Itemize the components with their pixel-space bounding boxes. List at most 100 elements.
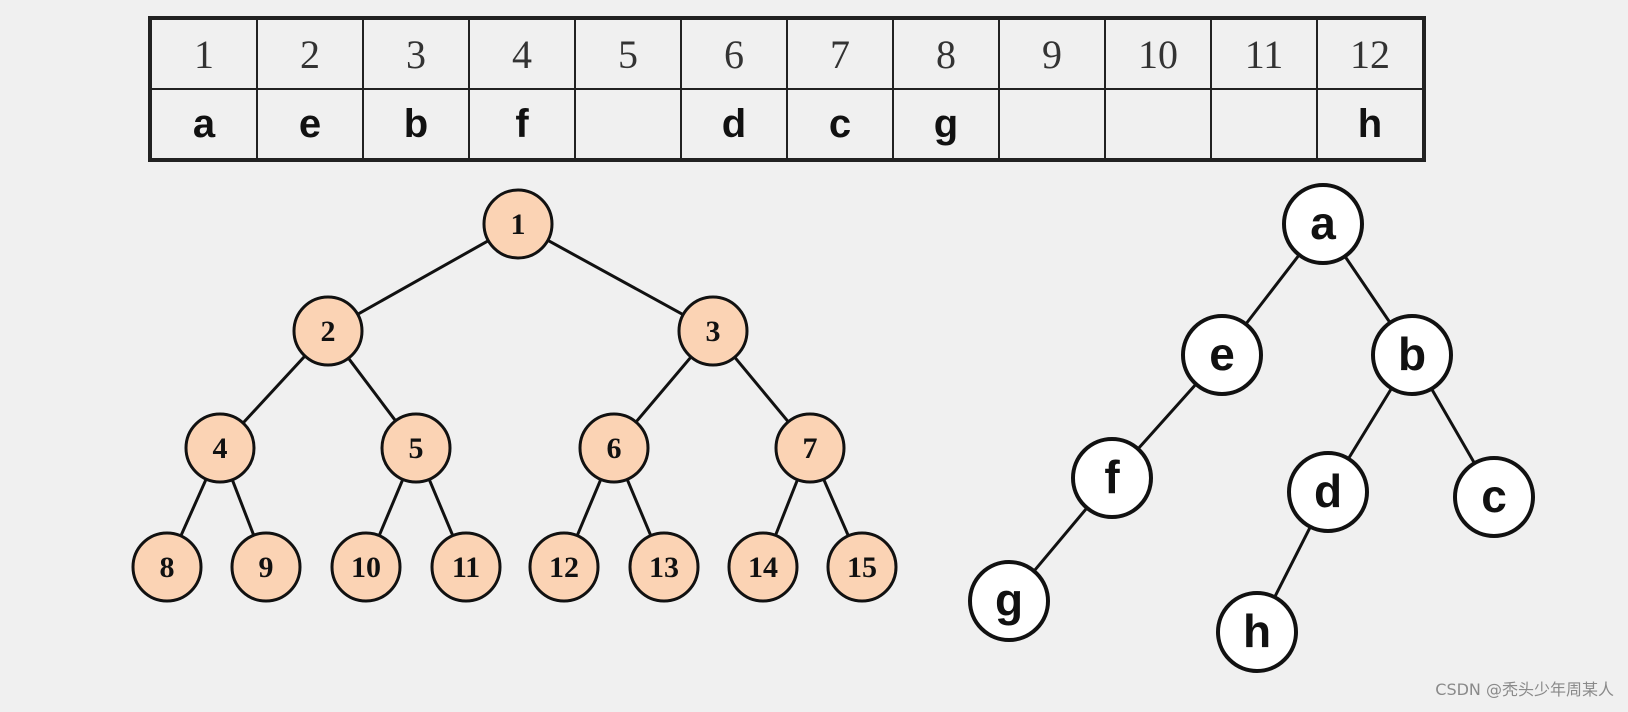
node-label: 3	[706, 315, 721, 348]
tree-node: 13	[628, 531, 700, 603]
tree-node: 15	[826, 531, 898, 603]
value-cell: d	[680, 88, 788, 161]
index-cell: 4	[468, 17, 576, 90]
tree-node: 1	[482, 188, 554, 260]
index-cell: 11	[1210, 17, 1318, 90]
value-cell: b	[362, 88, 470, 161]
value-cell	[574, 88, 682, 161]
node-label: 14	[748, 551, 778, 584]
node-label: 9	[259, 551, 274, 584]
tree-edge	[575, 478, 603, 537]
node-circle	[528, 531, 600, 603]
node-label: 7	[803, 432, 818, 465]
tree-edge	[377, 478, 405, 537]
index-cell: 2	[256, 17, 364, 90]
index-cell: 6	[680, 17, 788, 90]
node-circle	[1071, 437, 1153, 519]
index-cell: 5	[574, 17, 682, 90]
tree-edge	[1136, 383, 1198, 450]
array-table: 1 2 3 4 5 6 7 8 9 10 11 12 a e b f d c g…	[148, 16, 1426, 162]
node-circle	[482, 188, 554, 260]
tree-edge	[356, 239, 490, 316]
tree-edge	[625, 478, 653, 537]
tree-edge	[822, 478, 850, 537]
node-circle	[578, 412, 650, 484]
tree-node: h	[1216, 591, 1298, 673]
node-circle	[1282, 183, 1364, 265]
value-cell: h	[1316, 88, 1425, 161]
value-cell: e	[256, 88, 364, 161]
node-circle	[184, 412, 256, 484]
tree-edge	[230, 479, 256, 536]
node-circle	[1371, 314, 1453, 396]
tree-edge	[1343, 255, 1392, 324]
node-label: 1	[511, 208, 526, 241]
tree-node: a	[1282, 183, 1364, 265]
tree-node: 11	[430, 531, 502, 603]
tree-node: 12	[528, 531, 600, 603]
index-cell: 10	[1104, 17, 1212, 90]
tree-edge	[1430, 388, 1476, 464]
node-circle	[628, 531, 700, 603]
tree-node: 4	[184, 412, 256, 484]
node-label: g	[995, 574, 1023, 626]
node-circle	[292, 295, 364, 367]
tree-node: 14	[727, 531, 799, 603]
node-circle	[380, 412, 452, 484]
tree-node: 10	[330, 531, 402, 603]
tree-edge	[427, 478, 455, 537]
tree-node: 3	[677, 295, 749, 367]
node-circle	[677, 295, 749, 367]
node-label: 10	[351, 551, 381, 584]
value-cell	[998, 88, 1106, 161]
node-label: 6	[607, 432, 622, 465]
node-label: f	[1104, 451, 1120, 503]
tree-node: 5	[380, 412, 452, 484]
index-cell: 1	[149, 17, 258, 90]
node-circle	[1181, 314, 1263, 396]
node-label: 15	[847, 551, 877, 584]
node-circle	[230, 531, 302, 603]
index-cell: 12	[1316, 17, 1425, 90]
tree-node: c	[1453, 456, 1535, 538]
tree-edge	[774, 479, 799, 536]
index-cell: 7	[786, 17, 894, 90]
node-label: b	[1398, 328, 1426, 380]
node-circle	[131, 531, 203, 603]
tree-node: 9	[230, 531, 302, 603]
tree-node: g	[968, 560, 1050, 642]
node-circle	[1216, 591, 1298, 673]
tree-edge	[547, 239, 684, 316]
tree-edge	[347, 357, 397, 422]
index-cell: 9	[998, 17, 1106, 90]
node-circle	[826, 531, 898, 603]
index-cell: 3	[362, 17, 470, 90]
tree-edge	[1244, 253, 1301, 326]
node-label: 11	[452, 551, 480, 584]
tree-edge	[1347, 387, 1393, 460]
node-label: 4	[213, 432, 228, 465]
tree-node: f	[1071, 437, 1153, 519]
node-label: 2	[321, 315, 336, 348]
node-label: h	[1243, 605, 1271, 657]
node-circle	[1453, 456, 1535, 538]
tree-node: 2	[292, 295, 364, 367]
tree-edge	[634, 355, 693, 424]
node-label: 8	[160, 551, 175, 584]
node-circle	[774, 412, 846, 484]
node-circle	[330, 531, 402, 603]
tree-edge	[1032, 506, 1089, 573]
value-cell: g	[892, 88, 1000, 161]
value-cell	[1210, 88, 1318, 161]
node-label: a	[1310, 197, 1336, 249]
tree-node: b	[1371, 314, 1453, 396]
node-label: e	[1209, 328, 1235, 380]
node-circle	[1287, 451, 1369, 533]
value-cell: c	[786, 88, 894, 161]
node-circle	[430, 531, 502, 603]
node-label: c	[1481, 470, 1507, 522]
node-label: 12	[549, 551, 579, 584]
tree-edge	[733, 356, 790, 423]
